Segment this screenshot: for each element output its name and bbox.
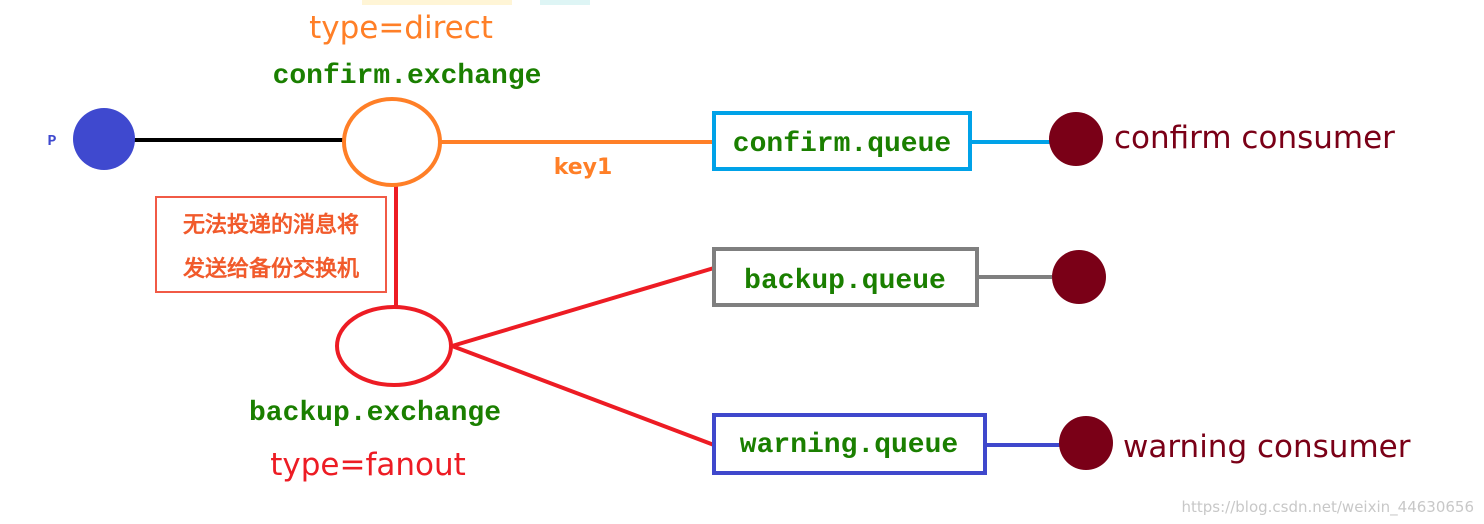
warning-queue-label: warning.queue: [740, 430, 958, 461]
backup-consumer-node: [1052, 250, 1106, 304]
backup-queue-box: [712, 247, 979, 307]
backup-to-warning-queue-link: [451, 344, 715, 447]
confirm-queue-label: confirm.queue: [733, 129, 951, 160]
confirm-queue-box: [712, 111, 972, 171]
backup-exchange-name: backup.exchange: [249, 398, 501, 429]
fallback-note-line1: 无法投递的消息将: [183, 212, 359, 238]
confirm-exchange-type: type=direct: [309, 10, 493, 46]
confirm-consumer-node: [1049, 112, 1103, 166]
producer-node: [73, 108, 135, 170]
watermark-text: https://blog.csdn.net/weixin_44630656: [1181, 498, 1474, 517]
routing-key-label: key1: [554, 155, 613, 180]
warning-consumer-node: [1059, 416, 1113, 470]
confirm-exchange-node: [342, 97, 442, 187]
backup-exchange-type: type=fanout: [270, 447, 466, 483]
producer-label: P: [47, 133, 56, 150]
top-highlight-cyan: [540, 0, 590, 5]
warning-queue-box: [712, 413, 987, 475]
confirm-exchange-name: confirm.exchange: [273, 61, 542, 92]
backup-exchange-node: [335, 305, 453, 387]
fallback-note-line2: 发送给备份交换机: [182, 256, 359, 282]
backup-queue-label: backup.queue: [744, 266, 946, 297]
warning-consumer-label: warning consumer: [1123, 429, 1411, 465]
confirm-consumer-label: confirm consumer: [1114, 120, 1395, 156]
backup-to-backup-queue-link: [451, 266, 715, 348]
top-highlight-yellow: [362, 0, 512, 5]
fallback-note-box: [155, 196, 387, 293]
